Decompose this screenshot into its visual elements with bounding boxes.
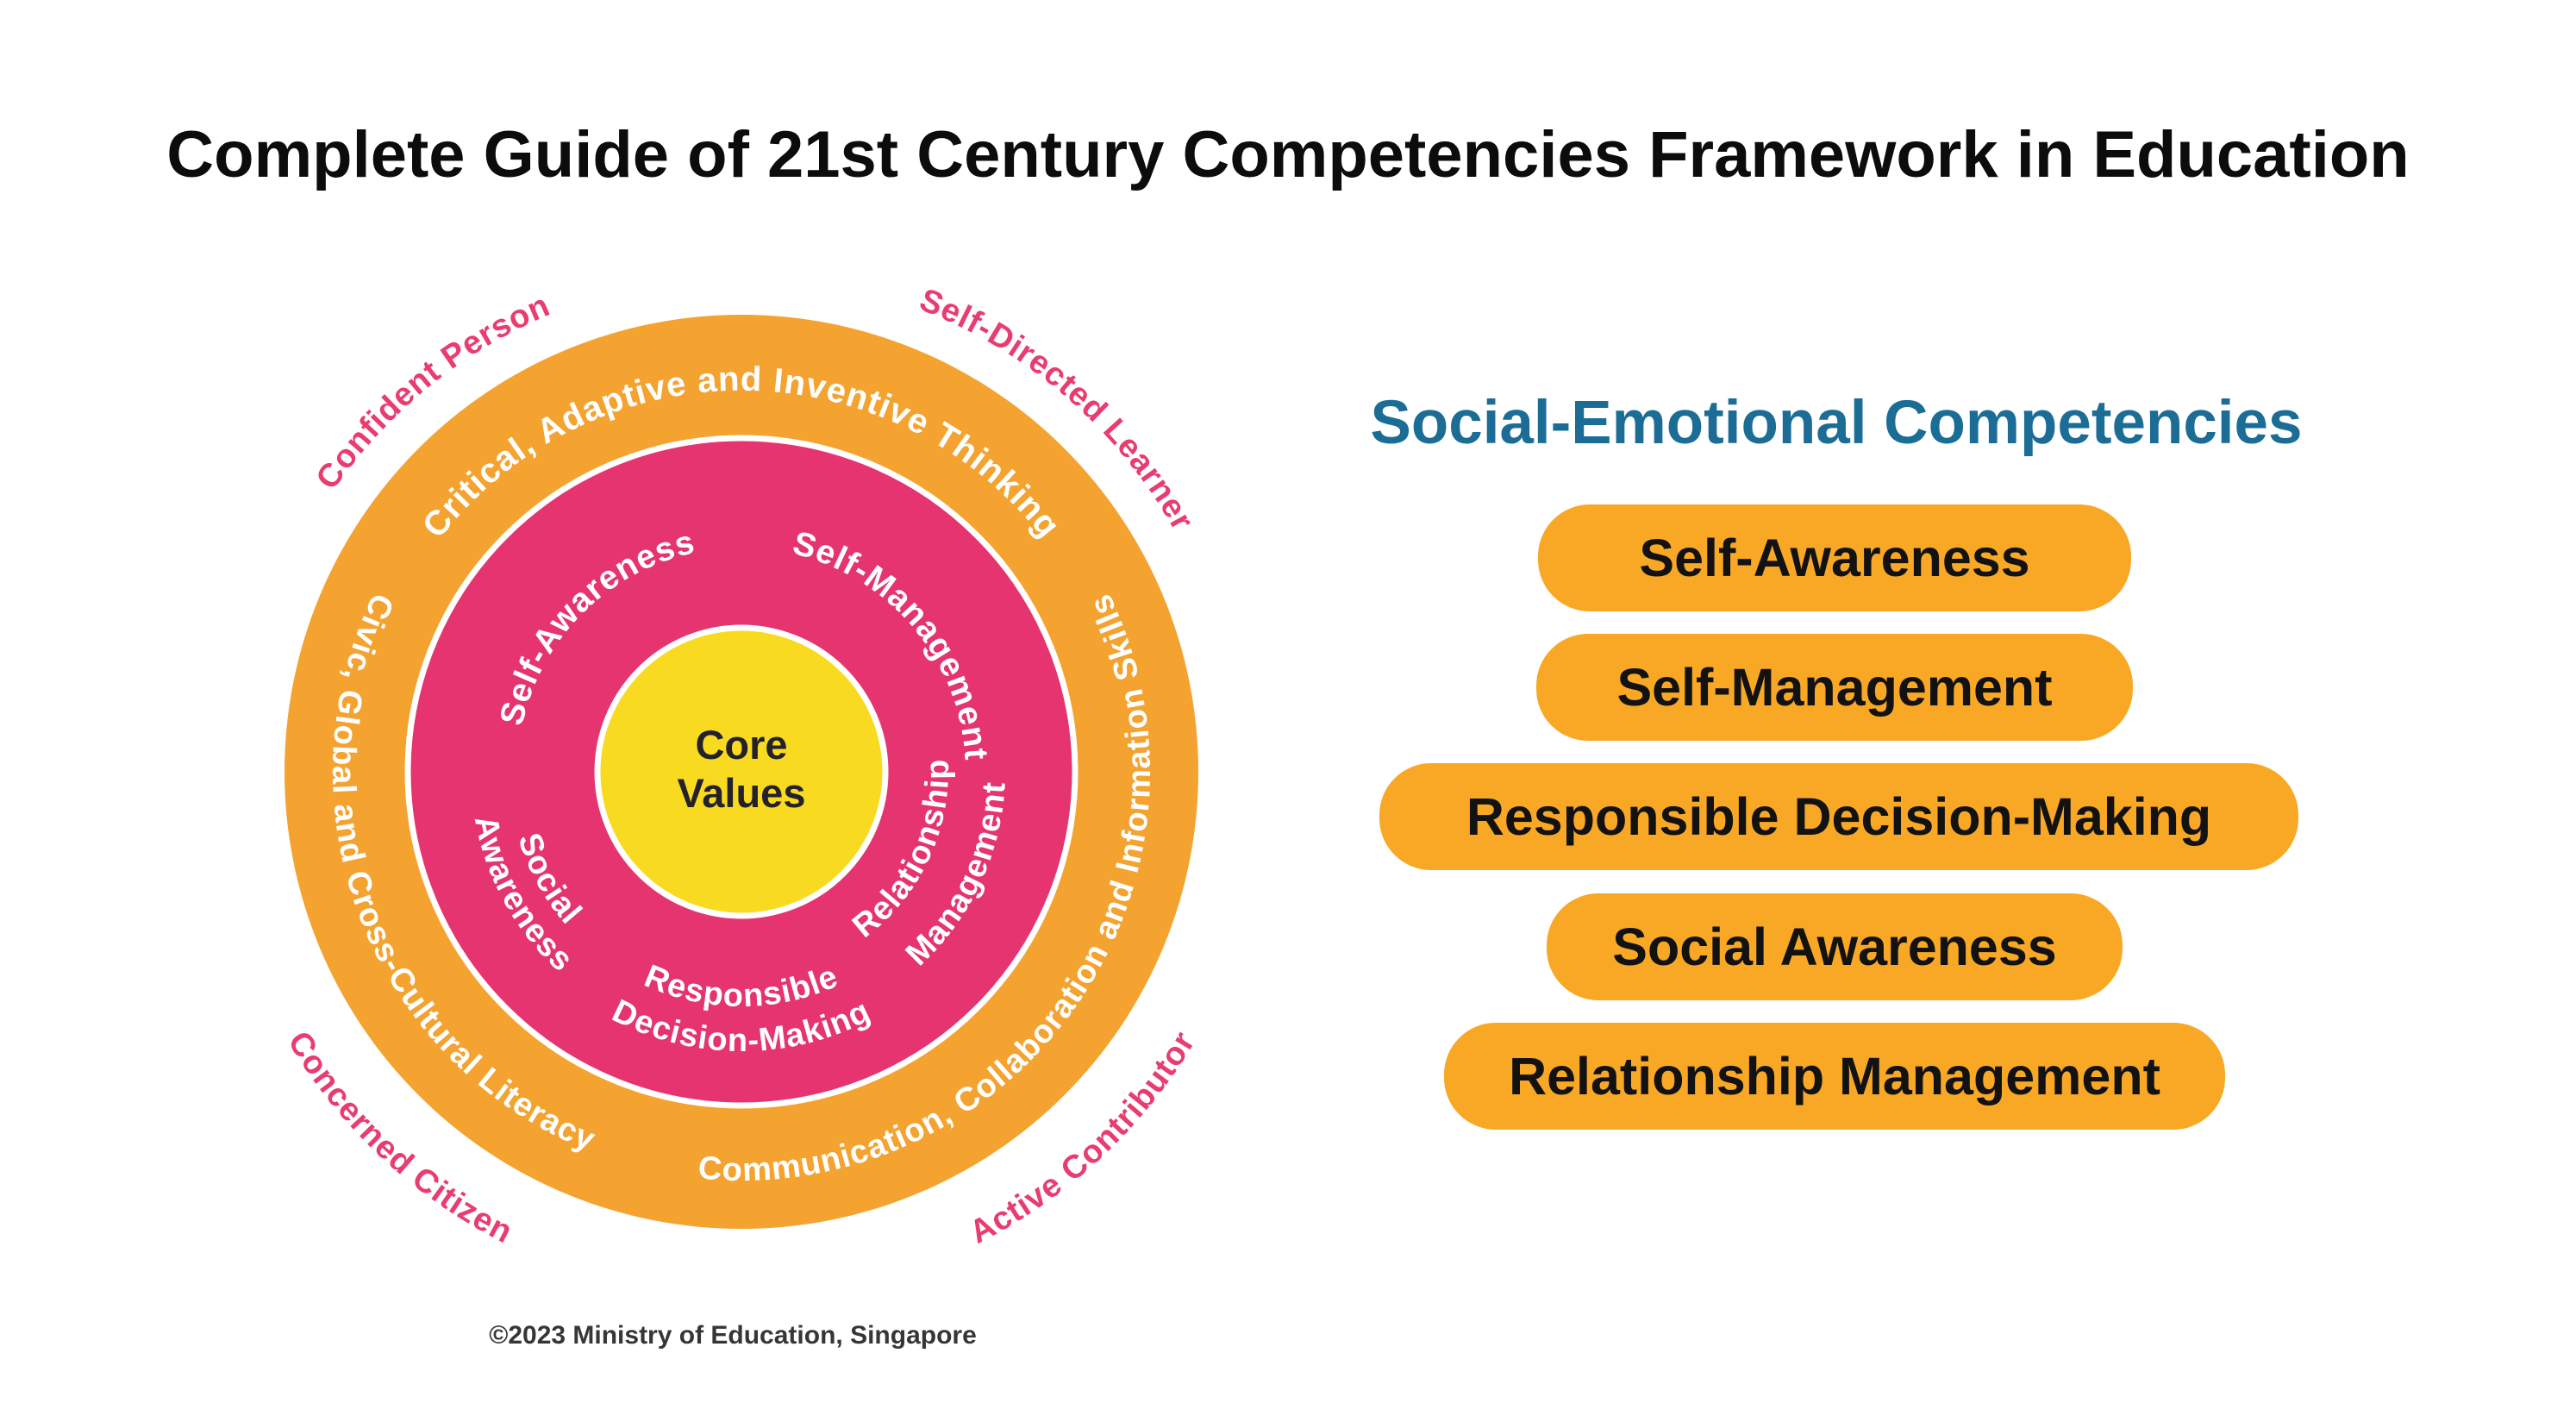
pill-label: Self-Awareness xyxy=(1639,529,2030,587)
page-title: Complete Guide of 21st Century Competenc… xyxy=(166,118,2410,191)
copyright-text: ©2023 Ministry of Education, Singapore xyxy=(489,1321,977,1350)
pill-label: Self-Management xyxy=(1616,658,2053,717)
core-values-label-line1: Core xyxy=(695,722,787,767)
core-circle xyxy=(594,624,889,919)
competency-pill-social-awareness: Social Awareness xyxy=(1547,893,2123,1000)
core-values-label-line2: Values xyxy=(678,770,806,816)
competency-pill-relationship-management: Relationship Management xyxy=(1444,1023,2225,1130)
pill-label: Social Awareness xyxy=(1612,918,2057,976)
competency-pill-self-awareness: Self-Awareness xyxy=(1538,504,2131,611)
competency-pill-self-management: Self-Management xyxy=(1536,634,2133,741)
panel-heading: Social-Emotional Competencies xyxy=(1370,389,2303,457)
pill-label: Responsible Decision-Making xyxy=(1466,787,2212,846)
competency-pill-responsible-decision-making: Responsible Decision-Making xyxy=(1379,763,2298,870)
pill-label: Relationship Management xyxy=(1509,1047,2160,1106)
